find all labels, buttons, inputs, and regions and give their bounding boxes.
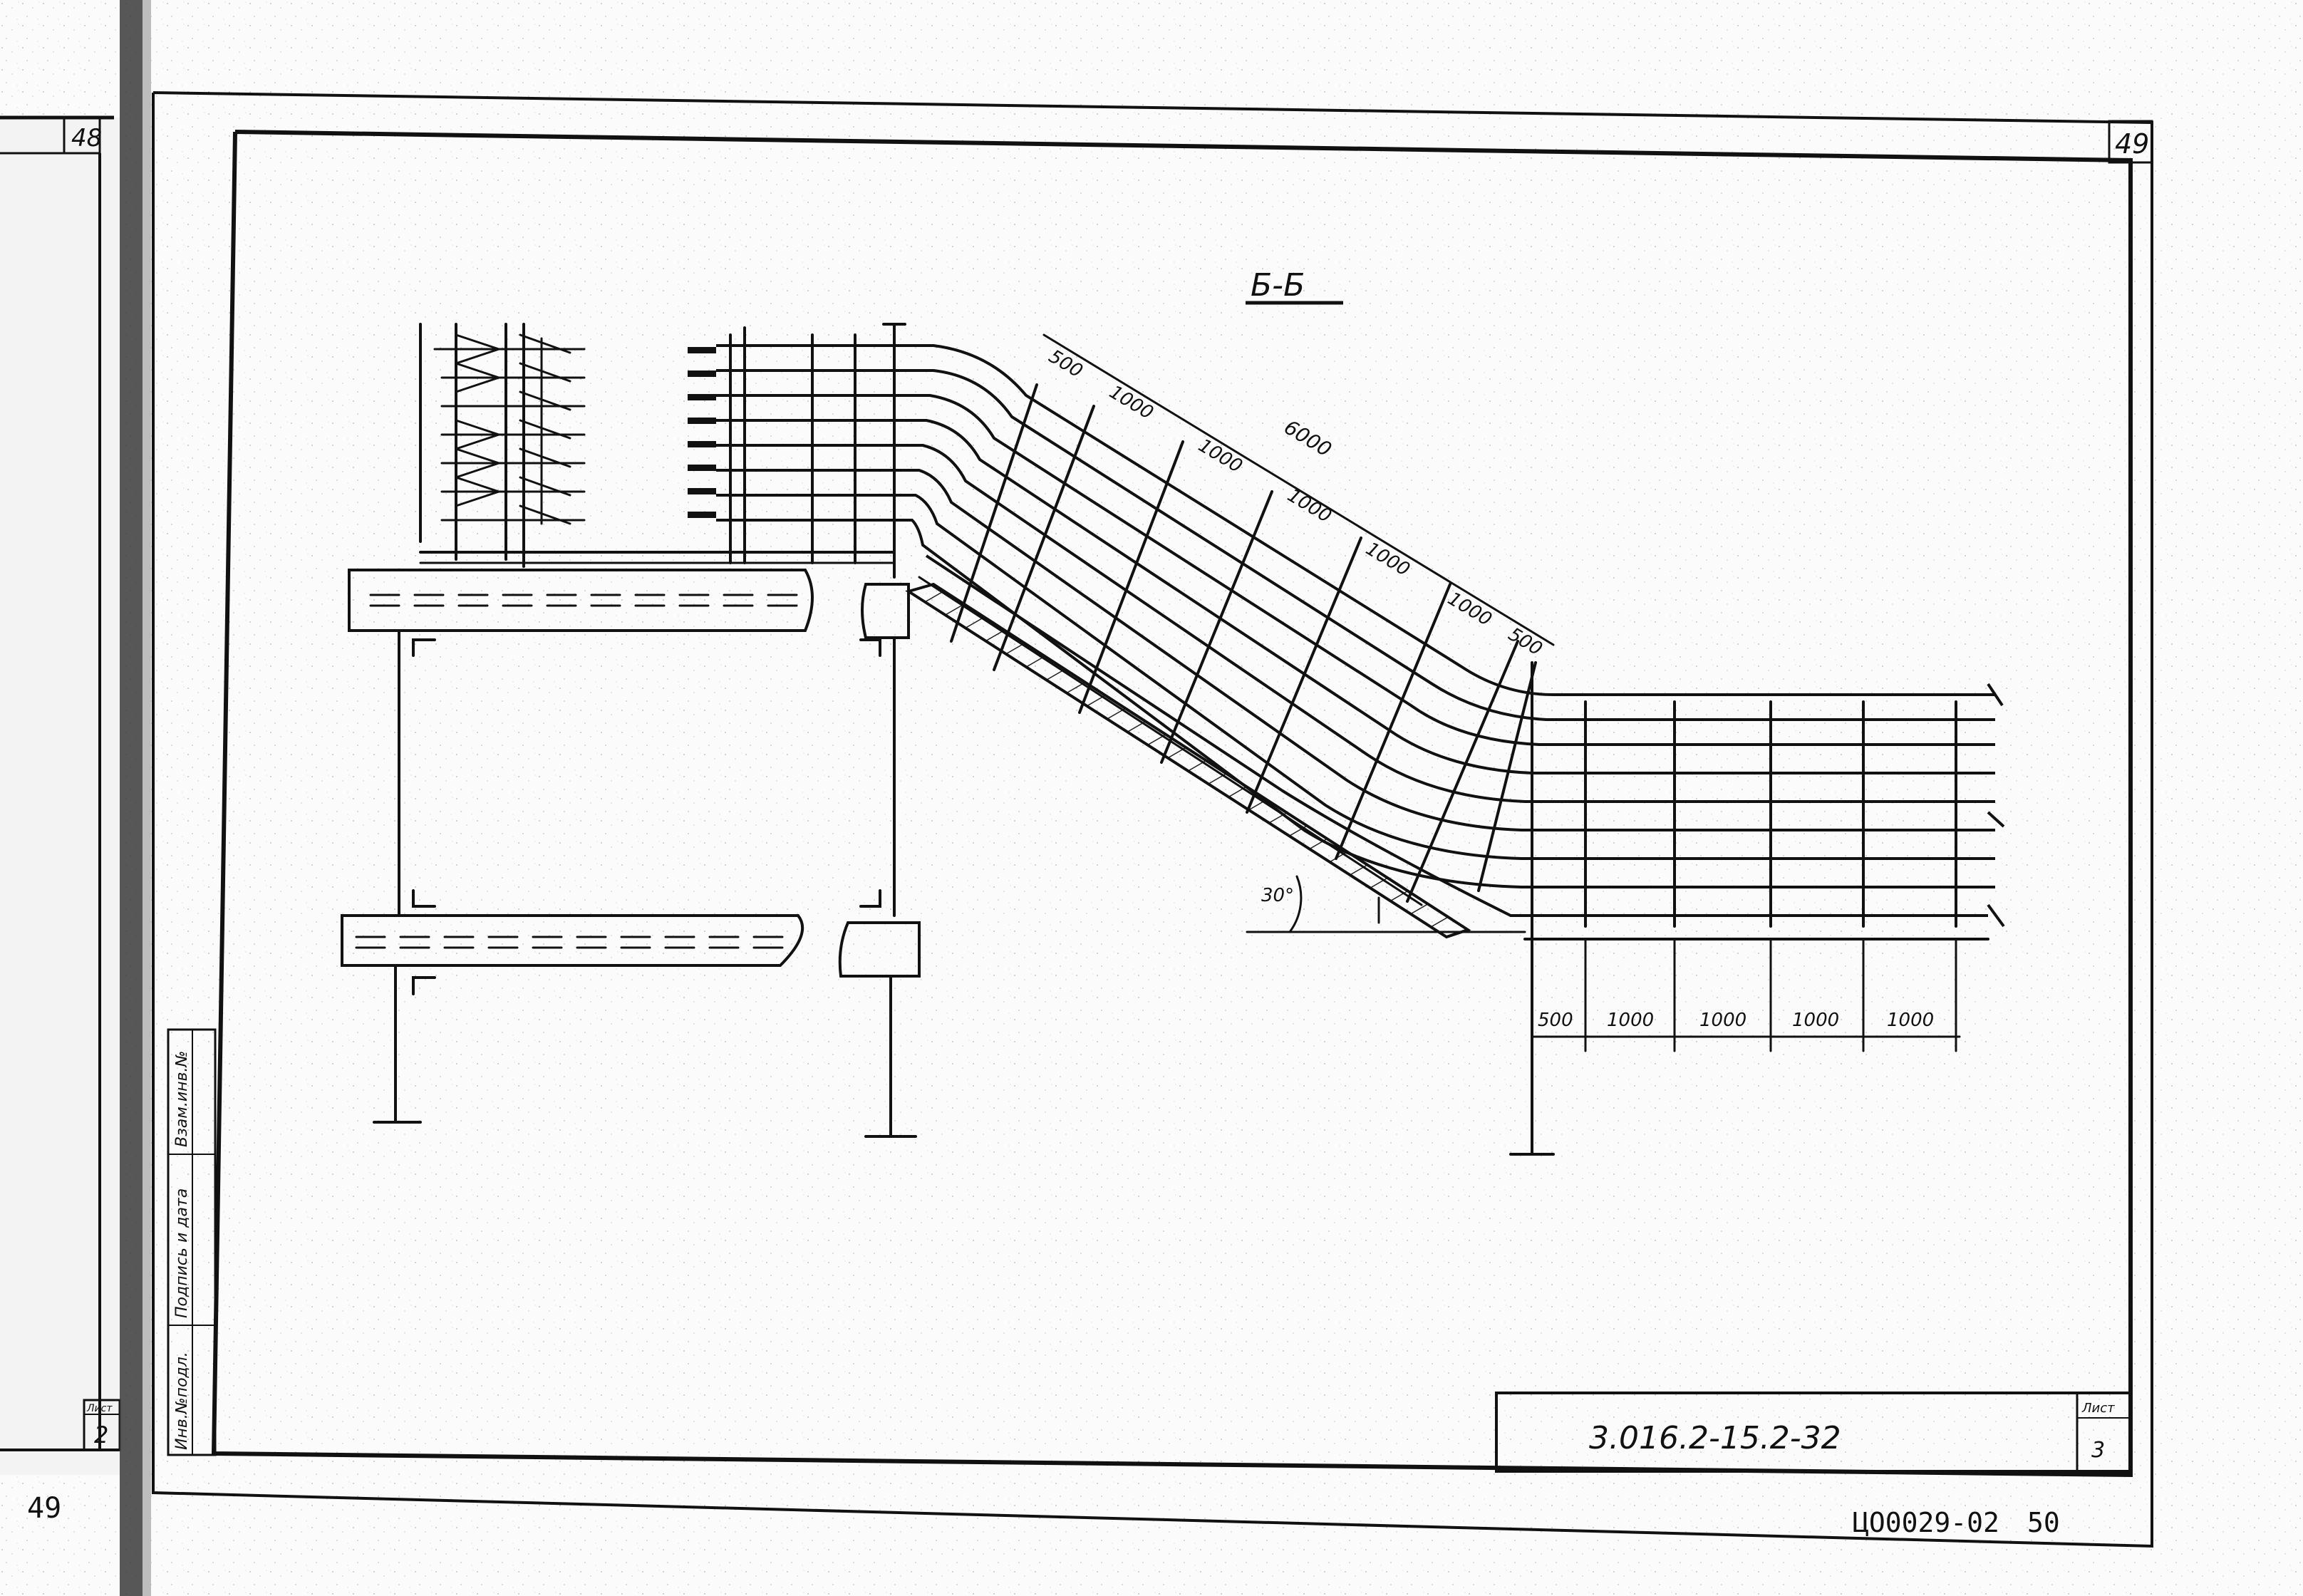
- page-number-top: 49: [2115, 128, 2149, 160]
- prev-page-number-top: 48: [71, 124, 102, 152]
- dim-bottom-4: 1000: [1792, 1010, 1839, 1031]
- page-number-box: [2108, 120, 2153, 164]
- upper-beam: [348, 569, 814, 632]
- dim-bottom-5: 1000: [1887, 1010, 1934, 1031]
- bottom-dimension-labels: 500 1000 1000 1000 1000: [1538, 1010, 1934, 1031]
- left-spikes: [433, 333, 586, 525]
- side-stamp: [167, 1028, 217, 1456]
- rebar-bars: [716, 344, 2005, 928]
- stamp-replacement-number: Взам.инв.№: [173, 1051, 191, 1147]
- lower-beam-stub: [838, 921, 921, 978]
- section-title: Б-Б: [1251, 267, 1305, 304]
- angle-label: 30°: [1261, 885, 1294, 906]
- slab-hatching: [905, 582, 1471, 939]
- prev-page-number-box: [63, 116, 101, 155]
- title-sheet-label: Лист: [2081, 1401, 2115, 1416]
- slope-dimension-line: [1042, 333, 1555, 646]
- stamp-inv-number: Инв.№подл.: [173, 1352, 191, 1450]
- prev-sheet-number: 2: [94, 1421, 108, 1449]
- title-sheet-number: 3: [2091, 1438, 2105, 1463]
- stamp-signature-date: Подпись и дата: [173, 1188, 191, 1318]
- dim-bottom-1: 500: [1538, 1010, 1573, 1031]
- middle-bar-ends: [688, 347, 716, 518]
- lower-beam: [341, 914, 804, 967]
- binding-shadow: [143, 0, 151, 1596]
- dim-bottom-3: 1000: [1699, 1010, 1746, 1031]
- dim-bottom-2: 1000: [1607, 1010, 1654, 1031]
- flat-stirrups: [1584, 700, 1957, 928]
- page-number-bottom: 50: [2027, 1507, 2060, 1538]
- sheet-frame: [152, 91, 2153, 1548]
- archive-number: ЦО0029-02: [1853, 1507, 1999, 1538]
- title-block: [1495, 1392, 2132, 1473]
- structure: [341, 323, 1989, 1156]
- prev-sheet-label: Лист: [86, 1403, 113, 1414]
- prev-page-number-bottom: 49: [27, 1492, 61, 1525]
- drawing-code: 3.016.2-15.2-32: [1589, 1420, 1841, 1456]
- previous-sheet: 48 Лист 2 49: [0, 115, 121, 1525]
- binding-gutter: [120, 0, 143, 1596]
